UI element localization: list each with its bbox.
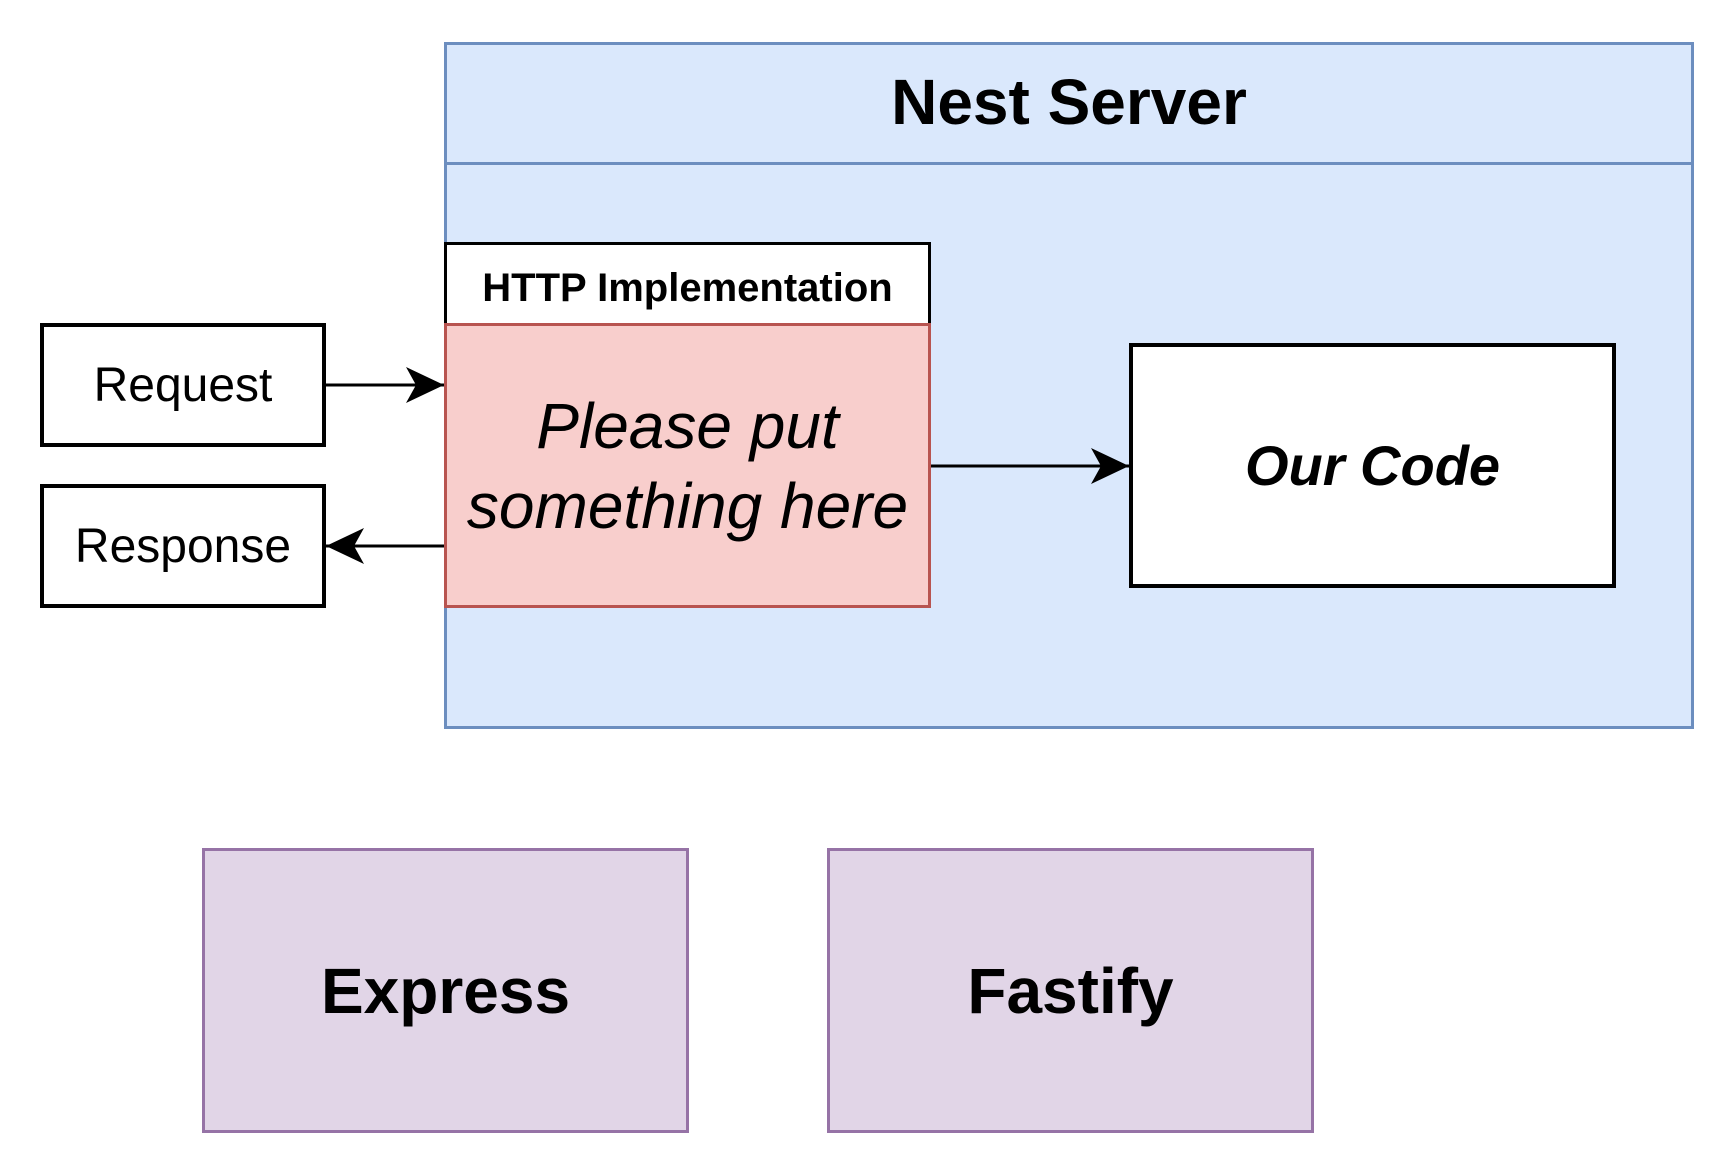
express-box: Express	[202, 848, 689, 1133]
nest-server-header-divider	[444, 162, 1694, 165]
http-implementation-placeholder-line1: Please put	[536, 389, 839, 462]
http-implementation-placeholder-line2: something here	[466, 469, 909, 542]
nest-server-title: Nest Server	[891, 66, 1247, 138]
our-code-box: Our Code	[1129, 343, 1616, 588]
response-box: Response	[40, 484, 326, 608]
http-implementation-header: HTTP Implementation	[444, 242, 931, 326]
fastify-box: Fastify	[827, 848, 1314, 1133]
request-box: Request	[40, 323, 326, 447]
http-implementation-placeholder: Please put something here	[444, 323, 931, 608]
